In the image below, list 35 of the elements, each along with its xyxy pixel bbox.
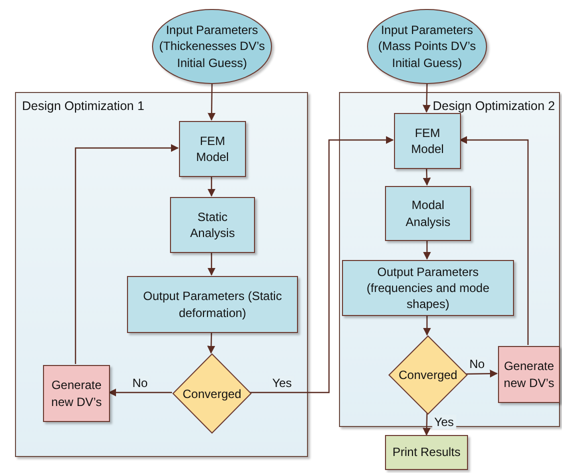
arrow	[423, 240, 431, 260]
arrow	[422, 84, 431, 113]
arrow	[466, 370, 498, 378]
process-box: Output Parameters (frequencies and mode shapes)	[342, 260, 514, 316]
edge-label: Yes	[270, 376, 294, 390]
process-box: FEM Model	[179, 121, 246, 177]
process-box: FEM Model	[394, 113, 461, 169]
arrow	[74, 144, 179, 364]
arrow	[423, 315, 431, 336]
arrow	[108, 388, 172, 396]
arrow	[208, 176, 216, 197]
arrow	[459, 136, 529, 345]
arrow	[208, 252, 216, 276]
group-panel	[339, 92, 560, 427]
arrow	[207, 332, 216, 354]
arrow	[250, 136, 394, 394]
terminal-shape: Input Parameters (Mass Points DV’s Initial Guess)	[367, 9, 487, 84]
process-box: Output Parameters (Static deformation)	[127, 276, 298, 333]
terminal-shape: Input Parameters (Thickenesses DV’s Initial Guess)	[152, 9, 272, 84]
edge-label: Yes	[432, 415, 456, 429]
arrow	[422, 168, 431, 186]
edge-label: No	[467, 357, 487, 371]
process-box: Generate new DV’s	[43, 365, 110, 422]
group-title: Design Optimization 1	[22, 99, 144, 113]
process-box: Generate new DV’s	[498, 346, 560, 403]
arrow	[422, 412, 431, 436]
terminal-box: Print Results	[385, 435, 468, 470]
group-panel	[15, 92, 308, 457]
arrow	[208, 84, 216, 121]
decision-label: Converged	[182, 386, 242, 400]
process-box: Static Analysis	[170, 197, 255, 253]
process-box: Modal Analysis	[385, 186, 471, 241]
edge-label: No	[130, 376, 150, 390]
decision-label: Converged	[398, 368, 458, 382]
group-title: Design Optimization 2	[432, 99, 555, 113]
